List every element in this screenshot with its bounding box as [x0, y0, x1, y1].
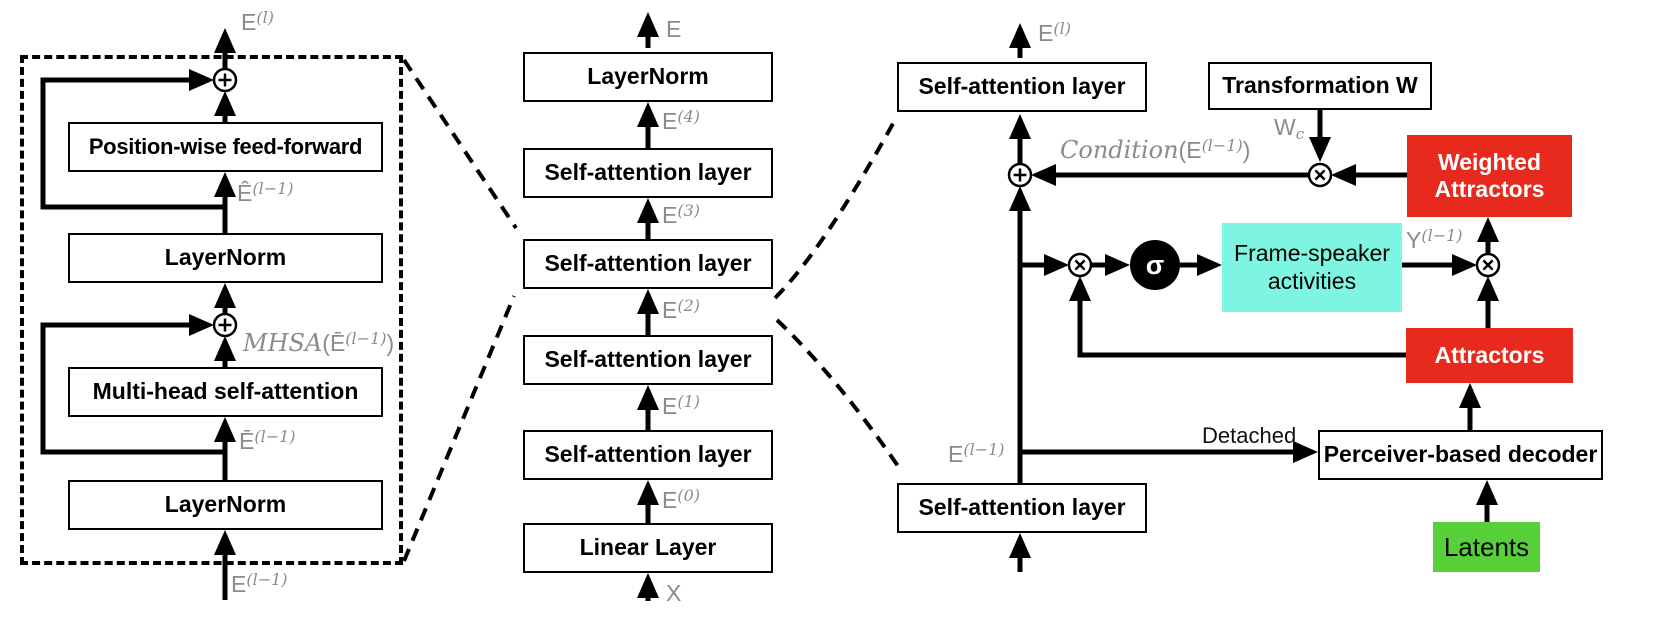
product-node-transform: [1307, 162, 1333, 188]
stack-sa3-box: Self-attention layer: [523, 239, 773, 289]
left-panel-wires: [40, 28, 236, 600]
stack-layernorm-box: LayerNorm: [523, 52, 773, 102]
stack-sa4-box: Self-attention layer: [523, 148, 773, 198]
mhsa-box: Multi-head self-attention: [68, 367, 383, 417]
label-x-input: X: [666, 580, 682, 606]
label-e0: E(0): [662, 486, 701, 513]
label-detached: Detached: [1202, 423, 1297, 448]
product-node-weighting: [1475, 252, 1501, 278]
label-e-hat: Ê(l−1): [237, 179, 294, 206]
label-e3: E(3): [662, 201, 701, 228]
label-e-prev-left: E(l−1): [231, 570, 288, 597]
attractors-box: Attractors: [1406, 328, 1573, 383]
sa-top-box: Self-attention layer: [897, 62, 1147, 112]
label-e-l-left: E(l): [241, 8, 274, 35]
residual-skip-top: [40, 68, 225, 210]
label-condition: Condition(E(l−1)): [1060, 136, 1251, 164]
weighted-attractors-box: Weighted Attractors: [1407, 135, 1572, 217]
label-e-bar: Ē(l−1): [239, 427, 296, 454]
zoom-dash-left-top: [402, 58, 518, 230]
label-e4: E(4): [662, 107, 701, 134]
transformation-w-box: Transformation W: [1208, 62, 1432, 110]
sum-node-left-bottom: [212, 312, 238, 338]
frame-speaker-activities-box: Frame-speaker activities: [1222, 223, 1402, 312]
stack-sa1-box: Self-attention layer: [523, 430, 773, 480]
feed-forward-box: Position-wise feed-forward: [68, 122, 383, 172]
zoom-dash-left-bottom: [402, 295, 516, 562]
label-e1: E(1): [662, 392, 701, 419]
zoom-dash-right-top: [773, 119, 897, 300]
label-e-final: E: [666, 16, 682, 42]
label-e-l-right: E(l): [1038, 19, 1071, 46]
panel-connector-dashes: [402, 58, 900, 562]
residual-skip-bottom: [40, 313, 225, 455]
sigmoid-node-icon: σ: [1130, 240, 1180, 290]
label-y-prev: Y(l−1): [1406, 226, 1463, 253]
label-e2: E(2): [662, 296, 701, 323]
latents-box: Latents: [1433, 522, 1540, 572]
sum-node-left-top: [212, 67, 238, 93]
encoder-block-detail-frame: [20, 55, 403, 565]
layernorm-top-box: LayerNorm: [68, 233, 383, 283]
sum-node-condition: [1007, 162, 1033, 188]
sa-bottom-box: Self-attention layer: [897, 483, 1147, 533]
zoom-dash-right-bottom: [775, 318, 900, 468]
right-panel-wires: [1008, 23, 1499, 572]
layernorm-bottom-box: LayerNorm: [68, 480, 383, 530]
linear-layer-box: Linear Layer: [523, 523, 773, 573]
label-mhsa-out: MHSA(Ē(l−1)): [243, 329, 395, 357]
label-wc: Wc: [1274, 114, 1305, 143]
label-e-prev-right: E(l−1): [948, 440, 1005, 467]
stack-sa2-box: Self-attention layer: [523, 335, 773, 385]
attractors-feedback-line: [1068, 276, 1406, 358]
product-node-activity: [1067, 252, 1093, 278]
perceiver-decoder-box: Perceiver-based decoder: [1318, 430, 1603, 480]
